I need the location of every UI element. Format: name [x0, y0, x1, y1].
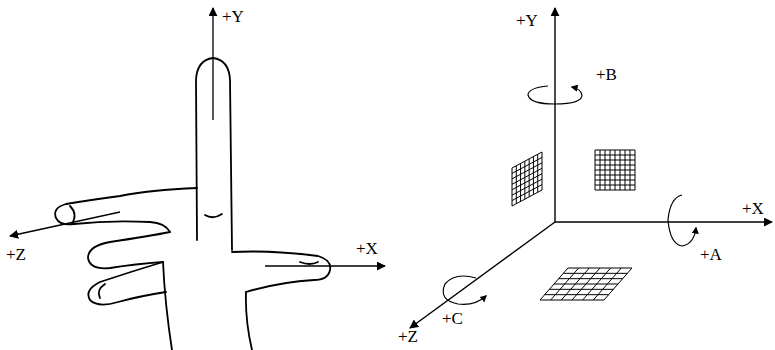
grid-line — [635, 150, 636, 190]
coordinate-axes — [410, 8, 772, 328]
grid-line — [620, 150, 621, 190]
grid-line — [554, 284, 618, 285]
grid-line — [595, 190, 635, 191]
plane-grids — [512, 150, 635, 300]
grid-line — [583, 268, 611, 300]
hand-axes — [10, 8, 385, 266]
grid-line — [630, 150, 631, 190]
grid-line — [559, 278, 623, 279]
axis-label: +Y — [516, 12, 538, 29]
rotation-label: +C — [442, 310, 463, 327]
grid-line — [593, 268, 621, 300]
grid-line — [542, 152, 543, 190]
axis-label: +X — [356, 240, 378, 257]
grid-line — [625, 150, 626, 190]
grid-line — [537, 154, 538, 192]
grid-line — [595, 180, 635, 181]
rotation-arrows — [443, 86, 696, 304]
hand-drawing — [55, 58, 330, 350]
grid-line — [595, 170, 635, 171]
grid-line — [595, 185, 635, 186]
axis-label: +X — [742, 200, 764, 217]
axis-label: +Y — [222, 8, 244, 25]
grid-line — [512, 190, 542, 206]
rotation-label: +A — [700, 246, 722, 263]
grid-line — [568, 268, 632, 269]
rotation-label: +B — [596, 66, 617, 83]
grid-line — [604, 268, 632, 300]
axis-label: +Z — [6, 246, 26, 263]
axis-label: +Z — [398, 328, 418, 345]
grid-line — [595, 175, 635, 176]
grid-line — [563, 273, 627, 274]
